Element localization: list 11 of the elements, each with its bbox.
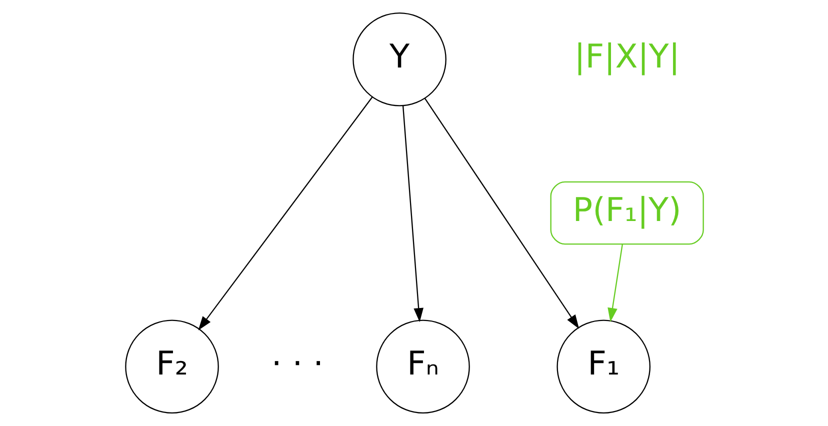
label: · · ·	[270, 344, 324, 383]
node-circle: Fₙ	[376, 320, 470, 414]
arrow	[402, 106, 424, 322]
node-circle: F₁	[556, 320, 650, 414]
arrow	[198, 96, 372, 330]
node-circle: F₂	[124, 320, 218, 414]
arrow	[607, 244, 622, 322]
node-circle: Y	[352, 12, 446, 106]
node-box: P(F₁|Y)	[550, 181, 704, 245]
label: |F|X|Y|	[574, 37, 680, 76]
arrow	[424, 98, 579, 329]
